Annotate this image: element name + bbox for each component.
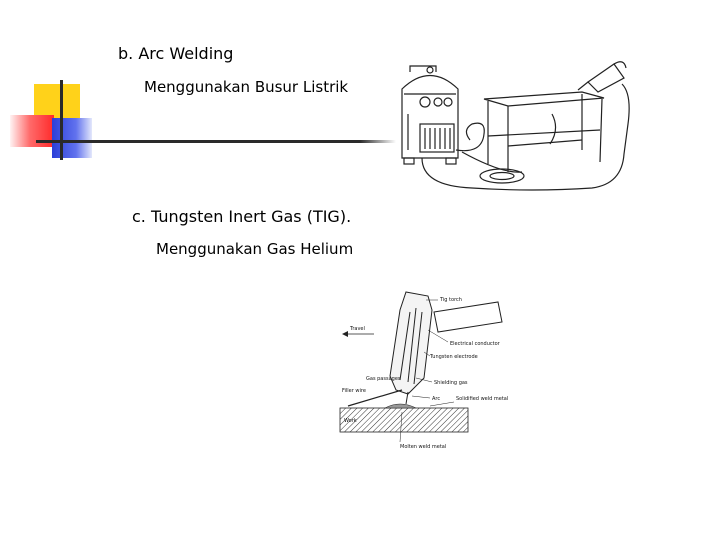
travel-arrow [342,331,374,337]
tig-torch-drawing [389,291,503,405]
work-piece [339,407,469,433]
label-gas-passages: Gas passages [366,376,401,382]
label-tig-torch: Tig torch [439,297,462,303]
label-shielding-gas: Shielding gas [434,380,468,386]
label-solidified-weld-metal: Solidified weld metal [456,396,508,402]
filler-wire [347,389,403,407]
label-tungsten-electrode: Tungsten electrode [429,354,478,360]
decor-vertical-rule [60,80,63,160]
tig-welding-diagram: Tig torch Travel Electrical conductor Tu… [339,291,508,450]
weld-bead [384,403,417,409]
welding-machine-drawing [401,65,459,165]
arc-welding-description: Menggunakan Busur Listrik [144,78,349,96]
electrode-holder-drawing [577,61,627,93]
tig-description: Menggunakan Gas Helium [156,240,354,258]
decor-blue-square [52,118,92,158]
arc-welding-heading: b. Arc Welding [118,44,234,63]
label-filler-wire: Filler wire [342,388,366,394]
label-electrical-conductor: Electrical conductor [450,341,501,347]
label-molten-weld-metal: Molten weld metal [400,444,446,450]
arc-welding-illustration [401,61,630,191]
tig-heading: c. Tungsten Inert Gas (TIG). [132,207,352,226]
decor-horizontal-rule [36,140,396,143]
welding-table-drawing [483,91,605,172]
label-work: Work [344,418,357,424]
label-travel: Travel [349,326,365,332]
label-arc: Arc [432,396,440,402]
leader-lines [399,299,455,443]
